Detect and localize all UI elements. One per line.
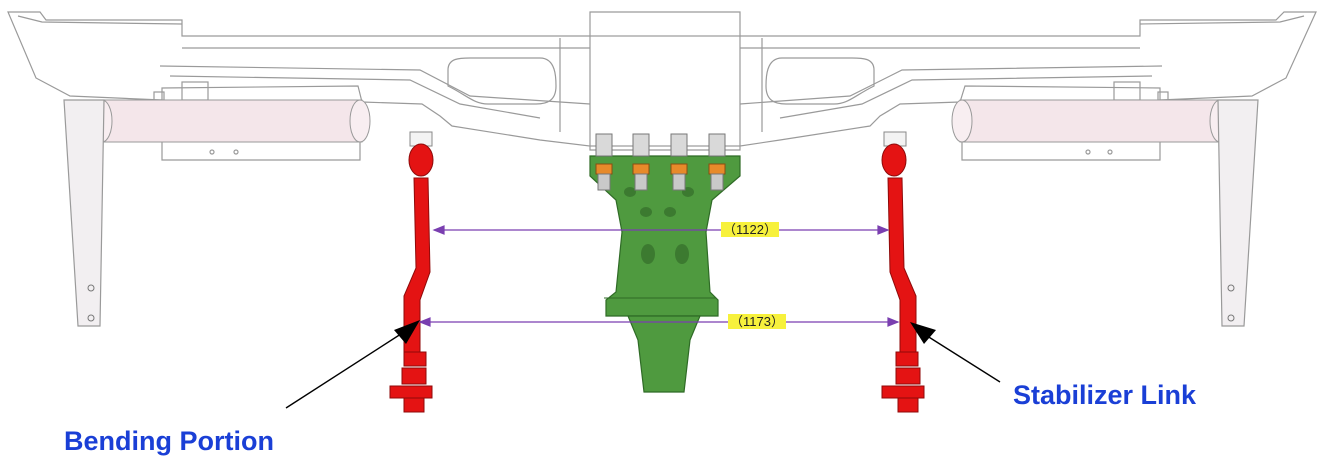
label-bending-portion: Bending Portion	[64, 426, 274, 456]
crossmember-right	[951, 99, 1231, 143]
dimension-label-upper: （1122）	[721, 222, 779, 237]
crossmember-left	[91, 99, 371, 143]
hanger-leg-right	[1217, 99, 1259, 327]
hanger-leg-left	[63, 99, 105, 327]
dimension-line-lower	[418, 317, 900, 327]
dimension-line-upper	[432, 225, 890, 235]
label-stabilizer-link: Stabilizer Link	[1013, 380, 1197, 410]
chassis-frame	[7, 11, 1317, 161]
center-bolts	[595, 133, 726, 191]
stabilizer-link-right	[881, 131, 925, 413]
dimension-label-lower: （1173）	[728, 314, 786, 329]
arrow-stabilizer-link	[910, 322, 1001, 383]
center-bracket	[589, 155, 741, 393]
stabilizer-link-left	[389, 131, 434, 413]
arrow-bending-portion	[285, 320, 420, 409]
